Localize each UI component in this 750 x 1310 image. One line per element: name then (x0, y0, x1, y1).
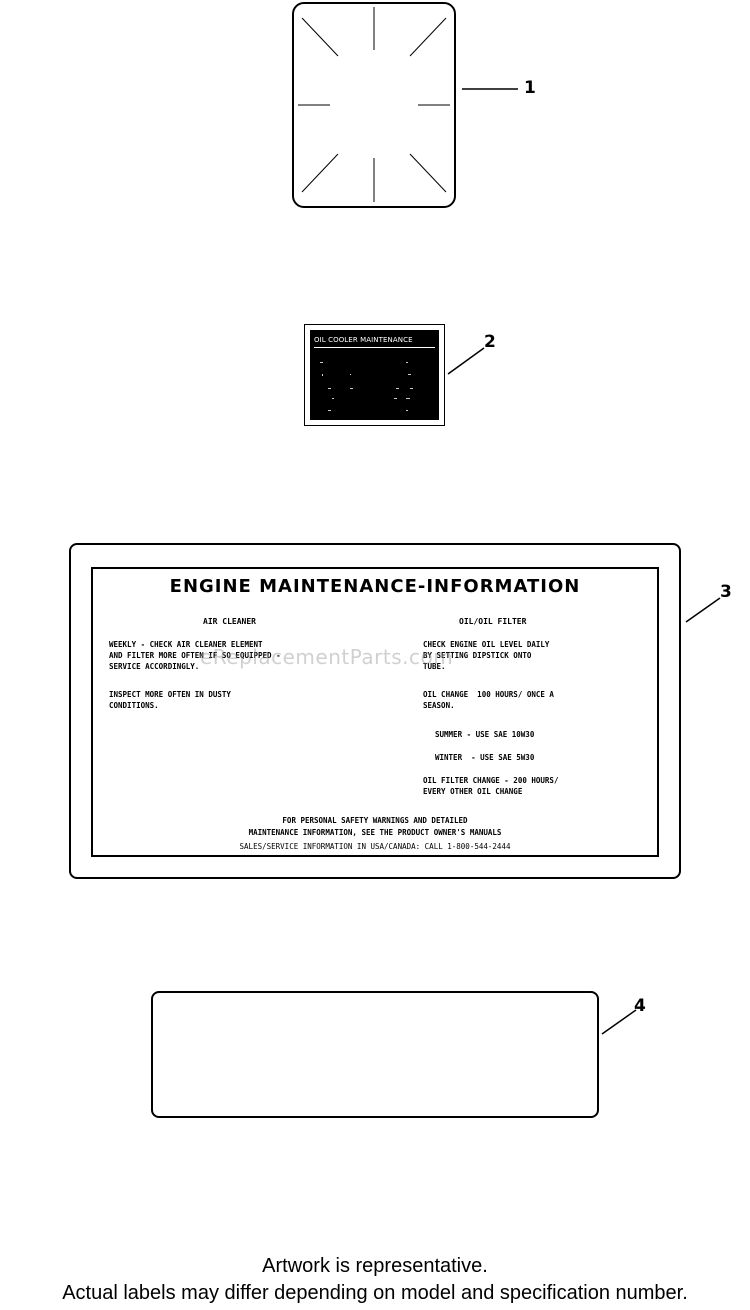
crease-marks (298, 7, 450, 202)
air-cleaner-heading: AIR CLEANER (203, 617, 256, 626)
callout-number-2: 2 (484, 332, 496, 352)
watermark-text: eReplacementParts.com (200, 645, 454, 669)
label-part-3: ENGINE MAINTENANCE-INFORMATION AIR CLEAN… (69, 543, 681, 879)
oil-change-text: OIL CHANGE 100 HOURS/ ONCE A SEASON. (423, 690, 554, 710)
callout-number-3: 3 (720, 582, 732, 602)
footer-line-3: SALES/SERVICE INFORMATION IN USA/CANADA:… (239, 842, 511, 851)
footnote-line-1: Artwork is representative. (262, 1255, 488, 1277)
footer-line-2: MAINTENANCE INFORMATION, SEE THE PRODUCT… (248, 828, 502, 837)
air-cleaner-text-1: WEEKLY - CHECK AIR CLEANER ELEMENT AND F… (109, 640, 281, 671)
oil-filter-change-text: OIL FILTER CHANGE - 200 HOURS/ EVERY OTH… (423, 776, 559, 796)
label-2-illegible-text (320, 362, 413, 411)
callout-number-4: 4 (634, 996, 646, 1016)
label-2-dark-panel: OIL COOLER MAINTENANCE (310, 330, 439, 420)
winter-oil-text: WINTER - USE SAE 5W30 (435, 753, 535, 762)
leader-line-3 (685, 597, 721, 623)
footnote-line-2: Actual labels may differ depending on mo… (62, 1282, 688, 1304)
label-3-title: ENGINE MAINTENANCE-INFORMATION (169, 576, 581, 597)
leader-line-2 (447, 347, 485, 375)
label-part-2: OIL COOLER MAINTENANCE (304, 324, 445, 426)
oil-check-text: CHECK ENGINE OIL LEVEL DAILY BY SETTING … (423, 640, 550, 671)
oil-filter-heading: OIL/OIL FILTER (459, 617, 527, 626)
callout-number-1: 1 (524, 78, 536, 98)
leader-line-1 (462, 88, 518, 90)
leader-line-4 (601, 1009, 637, 1035)
summer-oil-text: SUMMER - USE SAE 10W30 (435, 730, 535, 739)
label-3-inner-border: ENGINE MAINTENANCE-INFORMATION AIR CLEAN… (91, 567, 659, 857)
label-part-4 (151, 991, 599, 1118)
footer-line-1: FOR PERSONAL SAFETY WARNINGS AND DETAILE… (282, 816, 468, 825)
label-part-1 (292, 2, 456, 208)
label-2-title: OIL COOLER MAINTENANCE (314, 336, 435, 348)
air-cleaner-text-2: INSPECT MORE OFTEN IN DUSTY CONDITIONS. (109, 690, 231, 710)
